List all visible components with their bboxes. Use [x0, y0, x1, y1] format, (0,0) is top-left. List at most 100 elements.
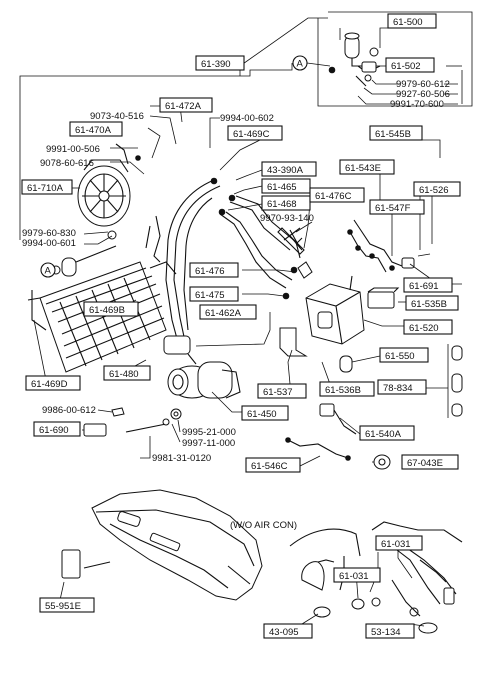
hoses-and-pipes [145, 177, 313, 355]
label-67-043e: 67-043E [401, 454, 459, 470]
label-43-390a: 43-390A [261, 161, 317, 177]
label-61-462a: 61-462A [199, 304, 257, 320]
part-number-9927-60-506: 9927-60-506 [396, 89, 450, 100]
label-61-476c: 61-476C [309, 187, 365, 203]
part-number-9979-60-612: 9979-60-612 [396, 79, 450, 90]
label-55-951e-text: 55-951E [45, 601, 81, 612]
part-number-9994-00-601: 9994-00-601 [22, 238, 76, 249]
label-61-476c-text: 61-476C [315, 191, 352, 202]
label-78-834: 78-834 [377, 379, 427, 395]
label-61-469c: 61-469C [227, 125, 283, 141]
label-61-547f-text: 61-547F [375, 203, 411, 214]
label-61-472a: 61-472A [159, 97, 213, 113]
label-61-691-text: 61-691 [409, 281, 439, 292]
dashboard-drawing [61, 489, 263, 601]
label-61-543e: 61-543E [339, 159, 395, 175]
label-61-540a: 61-540A [359, 425, 415, 441]
label-61-465: 61-465 [261, 178, 311, 194]
label-61-031-lower: 61-031 [333, 567, 381, 583]
label-61-475-text: 61-475 [195, 290, 225, 301]
part-number-9970-93-140: 9970-93-140 [260, 213, 314, 224]
part-number-9078-60-616: 9078-60-616 [40, 158, 94, 169]
label-61-500-text: 61-500 [393, 17, 423, 28]
label-61-469d: 61-469D [25, 375, 81, 391]
label-61-546c: 61-546C [245, 457, 301, 473]
label-61-545b-text: 61-545B [375, 129, 411, 140]
receiver-drier-drawing [328, 32, 381, 87]
label-61-475: 61-475 [189, 286, 239, 302]
label-43-390a-text: 43-390A [267, 165, 304, 176]
small-parts-drawing [83, 227, 391, 470]
label-61-543e-text: 61-543E [345, 163, 381, 174]
label-61-546c-text: 61-546C [251, 461, 288, 472]
label-61-465-text: 61-465 [267, 182, 297, 193]
label-43-095-text: 43-095 [269, 627, 299, 638]
label-61-535b: 61-535B [405, 295, 459, 311]
label-61-691: 61-691 [403, 277, 453, 293]
label-61-535b-text: 61-535B [411, 299, 447, 310]
part-number-9995-21-000: 9995-21-000 [182, 427, 236, 438]
label-61-710a: 61-710A [21, 179, 73, 195]
main-frame-outline [19, 17, 328, 240]
label-61-470a: 61-470A [69, 121, 123, 137]
label-61-450-text: 61-450 [247, 409, 277, 420]
label-61-469c-text: 61-469C [233, 129, 270, 140]
part-number-9991-00-506: 9991-00-506 [46, 144, 100, 155]
label-61-472a-text: 61-472A [165, 101, 202, 112]
callout-a-upper: A [292, 55, 308, 71]
relay-parts-drawing [447, 344, 463, 418]
label-61-390: 61-390 [195, 55, 245, 71]
label-61-536b-text: 61-536B [325, 385, 361, 396]
part-number-9979-60-830: 9979-60-830 [22, 228, 76, 239]
label-61-480-text: 61-480 [109, 369, 139, 380]
label-78-834-text: 78-834 [383, 383, 413, 394]
part-number-9991-70-600: 9991-70-600 [390, 99, 444, 110]
label-61-690-text: 61-690 [39, 425, 69, 436]
label-61-476-text: 61-476 [195, 266, 225, 277]
label-55-951e: 55-951E [39, 597, 95, 613]
label-61-468: 61-468 [261, 195, 311, 211]
part-labels: 61-500 61-502 9979-60-612 9927-60-506 99… [21, 13, 461, 639]
label-61-450: 61-450 [241, 405, 289, 421]
label-61-500: 61-500 [387, 13, 437, 29]
label-61-469b: 61-469B [83, 301, 139, 317]
part-number-9994-00-602: 9994-00-602 [220, 113, 274, 124]
callout-a-lower: A [40, 262, 56, 278]
label-61-462a-text: 61-462A [205, 308, 242, 319]
label-61-468-text: 61-468 [267, 199, 297, 210]
label-61-031-upper-text: 61-031 [381, 539, 411, 550]
label-61-520: 61-520 [403, 319, 453, 335]
condenser-drawing [27, 245, 177, 373]
part-number-9981-31-0120: 9981-31-0120 [152, 453, 211, 464]
without-air-con-note: (W/O AIR CON) [230, 520, 297, 531]
part-number-9073-40-516: 9073-40-516 [90, 111, 144, 122]
part-number-9986-00-612: 9986-00-612 [42, 405, 96, 416]
label-61-537-text: 61-537 [263, 387, 293, 398]
label-61-031-lower-text: 61-031 [339, 571, 369, 582]
label-61-526-text: 61-526 [419, 185, 449, 196]
label-61-545b: 61-545B [369, 125, 423, 141]
callout-a-lower-text: A [45, 266, 52, 277]
part-number-9997-11-000: 9997-11-000 [182, 438, 235, 449]
label-61-480: 61-480 [103, 365, 151, 381]
label-61-390-text: 61-390 [201, 59, 231, 70]
label-61-540a-text: 61-540A [365, 429, 402, 440]
label-53-134: 53-134 [365, 623, 415, 639]
label-43-095: 43-095 [263, 623, 313, 639]
label-61-031-upper: 61-031 [375, 535, 423, 551]
label-61-537: 61-537 [257, 383, 307, 399]
label-61-547f: 61-547F [369, 199, 425, 215]
label-61-470a-text: 61-470A [75, 125, 112, 136]
label-61-690: 61-690 [33, 421, 81, 437]
inset-receiver-group [317, 11, 473, 107]
label-61-476: 61-476 [189, 262, 239, 278]
label-61-502-text: 61-502 [391, 61, 421, 72]
label-61-710a-text: 61-710A [27, 183, 64, 194]
condenser-fan-drawing [77, 143, 141, 240]
label-61-469d-text: 61-469D [31, 379, 68, 390]
label-53-134-text: 53-134 [371, 627, 401, 638]
label-67-043e-text: 67-043E [407, 458, 443, 469]
label-61-502: 61-502 [385, 57, 435, 73]
label-61-469b-text: 61-469B [89, 305, 125, 316]
